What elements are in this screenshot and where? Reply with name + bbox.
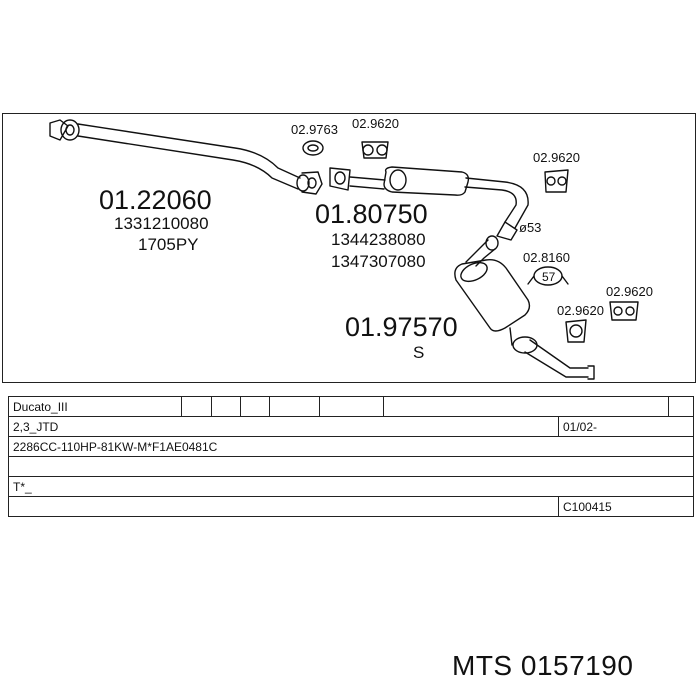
front-pipe-code: 01.22060 xyxy=(99,185,212,215)
middle-silencer-code: 01.80750 xyxy=(315,199,428,229)
gasket-drawing xyxy=(302,140,324,156)
middle-silencer-ref-2: 1347307080 xyxy=(331,252,426,271)
date-range-cell: 01/02- xyxy=(558,416,694,437)
clamp-code: 02.8160 xyxy=(523,250,570,265)
hanger-a-code: 02.9620 xyxy=(352,116,399,131)
engine-cell: 2,3_JTD xyxy=(8,416,559,437)
model-cell: Ducato_III xyxy=(8,396,182,417)
hanger-c-drawing xyxy=(565,319,587,343)
clamp-drawing xyxy=(527,266,569,286)
catalog-code-cell: C100415 xyxy=(558,496,694,517)
rear-silencer-code: 01.97570 xyxy=(345,312,458,342)
hanger-c-code: 02.9620 xyxy=(557,303,604,318)
hanger-d-drawing xyxy=(609,301,639,321)
engine-details-cell: 2286CC-110HP-81KW-M*F1AE0481C xyxy=(8,436,694,457)
hanger-b-drawing xyxy=(544,169,569,193)
hanger-a-drawing xyxy=(361,141,389,159)
spec-table: Ducato_III 2,3_JTD 01/02- 2286CC-110HP-8… xyxy=(8,396,694,517)
clamp-size: 57 xyxy=(542,270,556,284)
gasket-code: 02.9763 xyxy=(291,122,338,137)
hanger-b-code: 02.9620 xyxy=(533,150,580,165)
brand-part-number: MTS 0157190 xyxy=(452,650,634,681)
spec-row-type: T*_ xyxy=(8,476,694,497)
type-note-cell: T*_ xyxy=(8,476,694,497)
spec-row-engine: 2,3_JTD 01/02- xyxy=(8,416,694,437)
diagram-frame xyxy=(2,113,696,383)
diameter-label: ø53 xyxy=(519,220,541,235)
front-pipe-drawing xyxy=(49,119,323,195)
front-pipe-ref-2: 1705PY xyxy=(138,235,199,254)
hanger-d-code: 02.9620 xyxy=(606,284,653,299)
rear-silencer-ref: S xyxy=(413,343,424,362)
middle-silencer-drawing xyxy=(329,166,529,229)
empty-cell xyxy=(8,456,694,477)
spec-row-model: Ducato_III xyxy=(8,396,694,417)
middle-silencer-ref-1: 1344238080 xyxy=(331,230,426,249)
front-pipe-ref-1: 1331210080 xyxy=(114,214,209,233)
spec-row-empty xyxy=(8,456,694,477)
spec-row-engine-details: 2286CC-110HP-81KW-M*F1AE0481C xyxy=(8,436,694,457)
rear-silencer-drawing xyxy=(454,221,595,380)
spec-row-catalog: C100415 xyxy=(8,496,694,517)
